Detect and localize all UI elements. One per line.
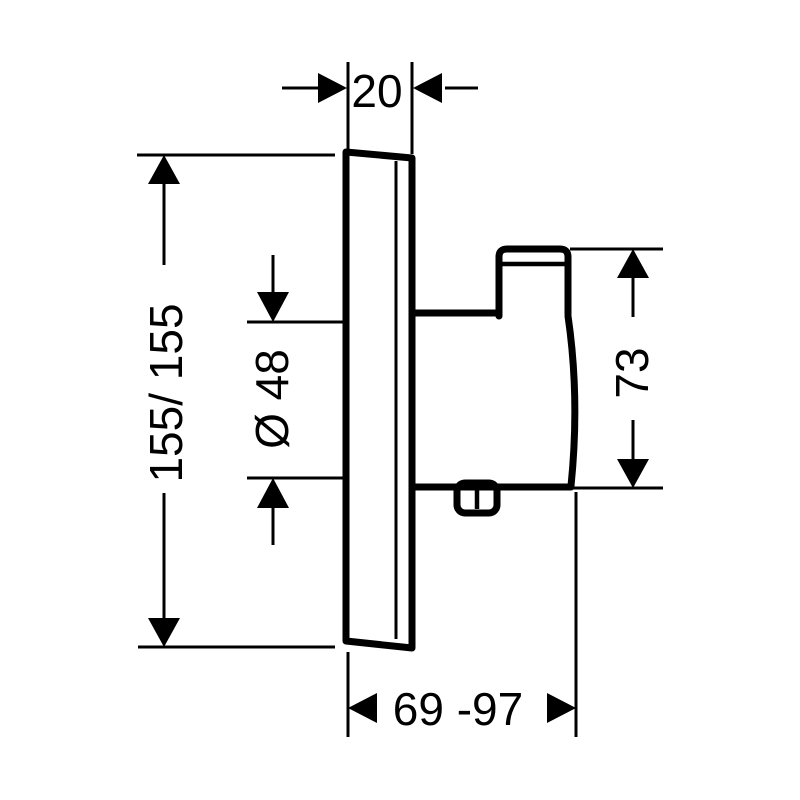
arrow-left-icon (413, 73, 442, 103)
arrow-down-icon (617, 459, 649, 488)
dim-plate-thickness-label: 20 (351, 65, 402, 117)
dim-cartridge-diameter-label: Ø 48 (246, 349, 298, 449)
dimension-plate-thickness: 20 (282, 62, 478, 154)
arrow-down-icon (148, 618, 180, 647)
dimension-installation-depth: 69 -97 (346, 492, 578, 737)
valve-body-front-curve (564, 312, 579, 490)
arrow-up-icon (257, 478, 289, 508)
dimension-cartridge-diameter: Ø 48 (246, 255, 346, 545)
wall-plate (342, 148, 416, 652)
hex-fitting (453, 479, 501, 517)
dim-plate-size-label: 155/ 155 (140, 303, 192, 482)
arrow-up-icon (148, 155, 180, 184)
arrow-right-icon (318, 73, 347, 103)
arrow-down-icon (257, 292, 289, 322)
fixture-side-view (342, 148, 579, 652)
spindle (495, 245, 572, 320)
arrow-left-icon (348, 693, 377, 723)
dimension-plate-size: 155/ 155 (137, 153, 335, 649)
dimension-body-height: 73 (570, 247, 663, 490)
dim-body-height-label: 73 (606, 347, 658, 398)
arrow-right-icon (547, 693, 576, 723)
dim-installation-depth-label: 69 -97 (393, 683, 523, 735)
arrow-up-icon (617, 249, 649, 278)
